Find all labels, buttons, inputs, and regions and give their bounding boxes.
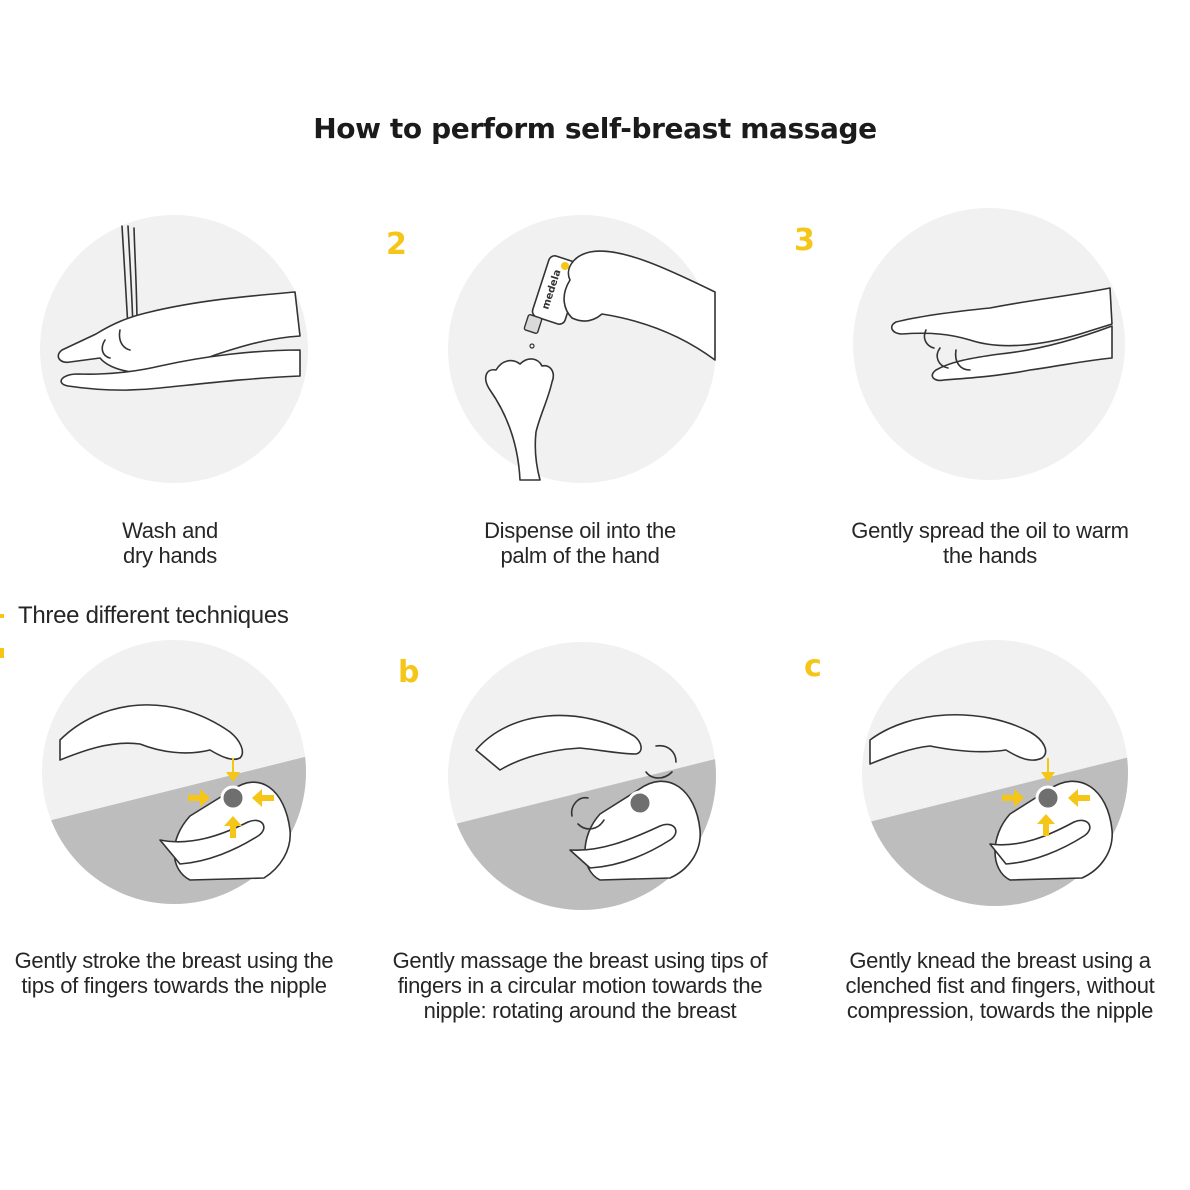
nipple-marker: [220, 785, 246, 811]
rotate-arrow-icon: [570, 796, 589, 817]
step-2-caption: Dispense oil into the palm of the hand: [484, 518, 676, 568]
step-1-caption: Wash and dry hands: [122, 518, 218, 568]
arrow-left-icon: [1068, 789, 1090, 807]
wash-hands-drawing: [57, 225, 301, 391]
technique-a-caption: Gently stroke the breast using the tips …: [14, 948, 334, 998]
step-3: Gently spread the oil to warm the hands: [830, 200, 1170, 568]
rotate-arrow-icon: [655, 744, 677, 763]
technique-b: Gently massage the breast using tips of …: [393, 640, 780, 1023]
technique-letter-c: c: [804, 649, 822, 684]
arrow-down-icon: [1041, 758, 1055, 782]
step-2: medela Dispense oil into the palm of the…: [420, 200, 760, 568]
step-3-caption: Gently spread the oil to warm the hands: [851, 518, 1129, 568]
arrow-up-icon: [224, 816, 242, 838]
step-1: Wash and dry hands: [0, 200, 340, 568]
arrow-left-icon: [252, 789, 274, 807]
accent-mark: [0, 614, 4, 618]
dispense-oil-drawing: medela: [484, 250, 716, 481]
arrow-up-icon: [1037, 814, 1055, 836]
knead-technique-drawing: [869, 713, 1113, 881]
stroke-technique-drawing: [59, 704, 291, 881]
circular-technique-drawing: [475, 714, 701, 881]
spread-oil-drawing: [890, 287, 1113, 382]
step-number-3: 3: [794, 223, 815, 258]
technique-a: Gently stroke the breast using the tips …: [0, 640, 350, 998]
nipple-marker: [1035, 785, 1061, 811]
technique-b-caption: Gently massage the breast using tips of …: [392, 948, 768, 1023]
arrow-right-icon: [188, 789, 210, 807]
page-title: How to perform self-breast massage: [313, 112, 877, 145]
technique-letter-b: b: [398, 655, 420, 690]
arrow-right-icon: [1002, 789, 1024, 807]
technique-c-caption: Gently knead the breast using a clenched…: [845, 948, 1155, 1023]
techniques-heading: Three different techniques: [18, 602, 289, 629]
technique-c: Gently knead the breast using a clenched…: [830, 640, 1180, 1023]
step-number-2: 2: [386, 227, 407, 262]
accent-mark: [0, 648, 4, 658]
nipple-marker: [627, 790, 653, 816]
arrow-down-icon: [226, 758, 240, 782]
